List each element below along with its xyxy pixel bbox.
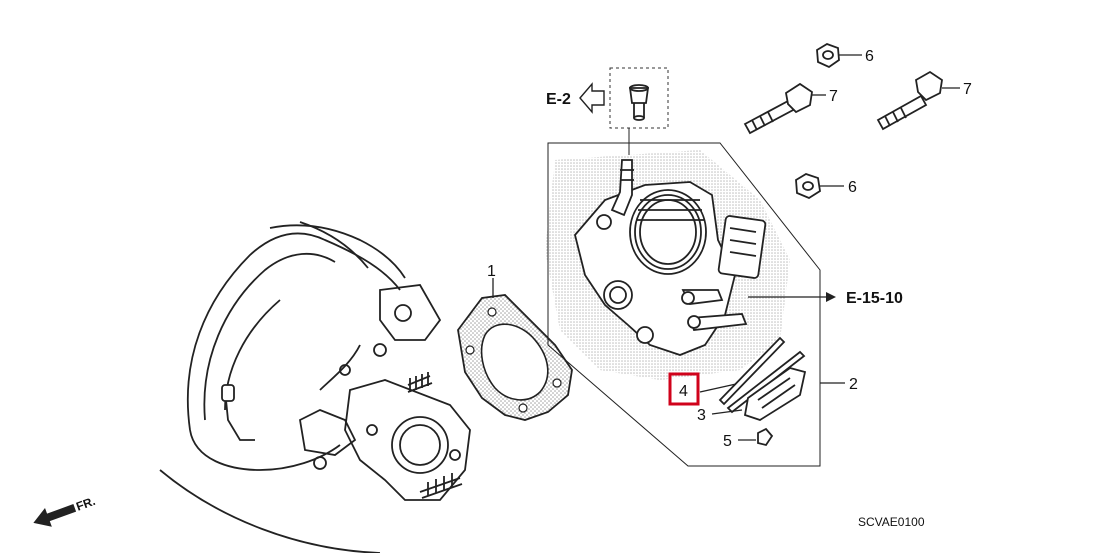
svg-text:6: 6 xyxy=(848,179,857,196)
svg-text:3: 3 xyxy=(697,407,706,424)
reference-arrow-left-icon xyxy=(579,82,605,114)
front-direction: FR. xyxy=(33,494,97,527)
svg-text:7: 7 xyxy=(963,81,972,98)
throttle-body-part-2[interactable] xyxy=(574,159,767,356)
reference-arrow-right-icon xyxy=(826,292,836,302)
e2-detail-box xyxy=(609,67,669,129)
front-direction-arrow-icon xyxy=(33,504,77,527)
sensor-part-3[interactable]: 3 xyxy=(697,367,807,424)
gasket-part-1[interactable] xyxy=(457,294,573,421)
svg-text:7: 7 xyxy=(829,88,838,105)
bolt-part-7-left[interactable]: 7 xyxy=(743,82,838,135)
svg-text:E-2: E-2 xyxy=(546,91,571,108)
intake-manifold xyxy=(159,221,471,553)
part-4-highlight-box[interactable] xyxy=(668,372,700,406)
label-part-4: 4 xyxy=(679,383,688,400)
svg-text:FR.: FR. xyxy=(74,494,97,514)
assembly-outline-part-2 xyxy=(547,142,821,467)
nut-part-6-top[interactable]: 6 xyxy=(816,43,874,69)
seal-part-4[interactable] xyxy=(699,336,806,414)
diagram-code: SCVAE0100 xyxy=(858,515,925,529)
svg-text:E-15-10: E-15-10 xyxy=(846,290,903,307)
reference-e15-10[interactable]: E-15-10 xyxy=(748,290,903,307)
svg-text:6: 6 xyxy=(865,48,874,65)
bolt-part-7-right[interactable]: 7 xyxy=(876,70,972,131)
reference-e2[interactable]: E-2 xyxy=(546,82,605,114)
svg-text:5: 5 xyxy=(723,433,732,450)
screw-part-5[interactable]: 5 xyxy=(723,427,774,450)
label-part-1: 1 xyxy=(487,263,496,280)
vacuum-hose-detail xyxy=(628,84,650,155)
label-part-2: 2 xyxy=(849,376,858,393)
nut-part-6-middle[interactable]: 6 xyxy=(795,173,857,200)
